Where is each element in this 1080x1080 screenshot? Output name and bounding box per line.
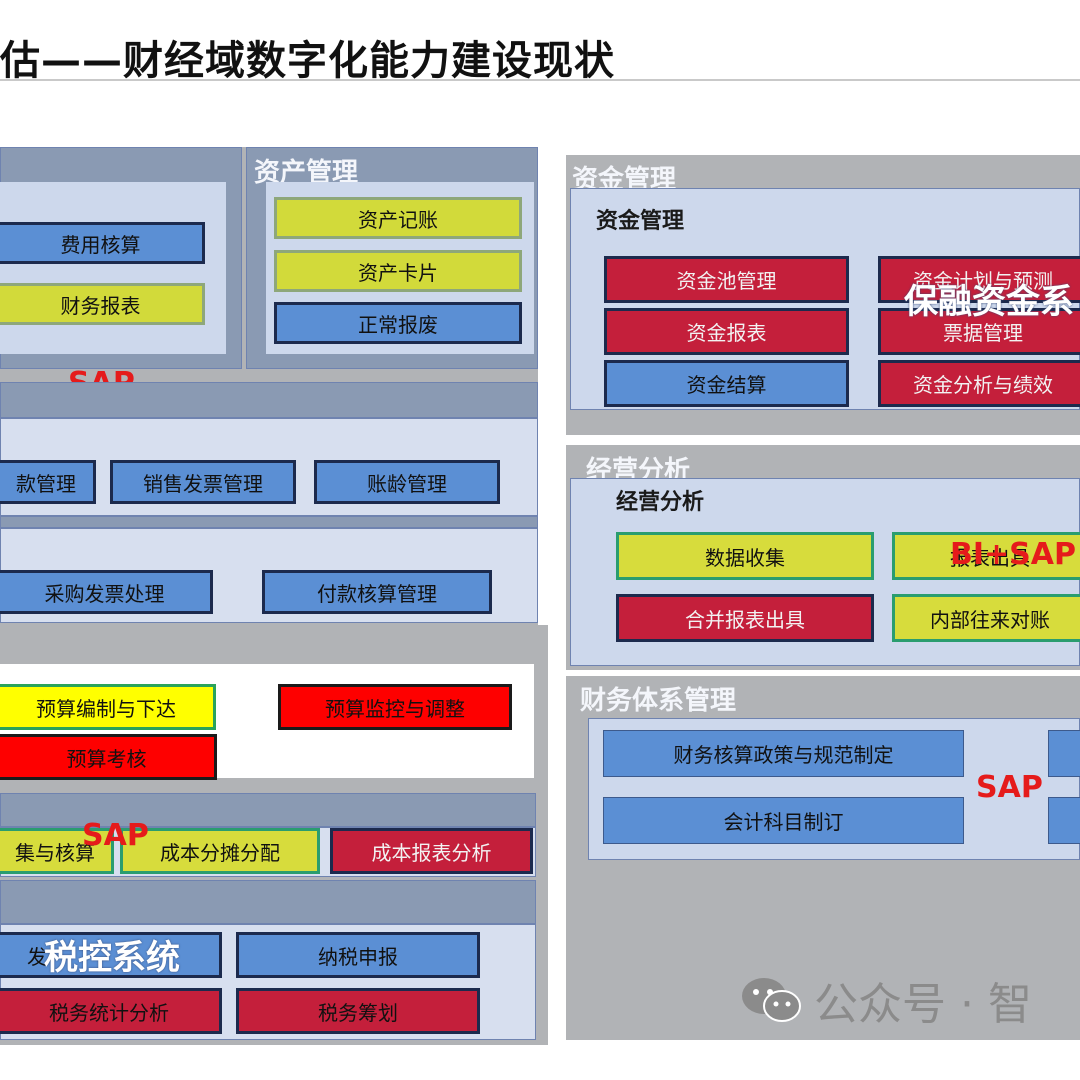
watermark: 公众号 · 智 [740,968,1032,1032]
payable-band [0,516,538,528]
finance-system-header: 财务体系管理 [580,686,737,716]
cash-pool-box: 资金池管理 [604,256,849,303]
tax-declare-box: 纳税申报 [236,932,480,978]
fund-analysis-box: 资金分析与绩效 [878,360,1080,407]
fund-report-box: 资金报表 [604,308,849,355]
tax-system-label: 税控系统 [44,938,180,978]
baorong-system-label: 保融资金系 [904,282,1074,322]
consolidated-report-box: 合并报表出具 [616,594,874,642]
data-collection-box: 数据收集 [616,532,874,580]
policy-box: 财务核算政策与规范制定 [603,730,964,777]
receivable-band [0,382,538,418]
wechat-icon [740,974,802,1026]
operations-subheader: 经营分析 [616,490,705,515]
cost-collect-box: 集与核算 [0,828,114,874]
sap-label-finance: SAP [976,770,1043,805]
budget-assess-box: 预算考核 [0,734,217,780]
expense-accounting-box: 费用核算 [0,222,205,264]
title-divider [0,79,1080,81]
watermark-text: 公众号 · 智 [814,979,1032,1030]
normal-scrap-box: 正常报废 [274,302,522,344]
budget-monitor-box: 预算监控与调整 [278,684,512,730]
chart-of-accounts-box: 会计科目制订 [603,797,964,844]
receivable-mgmt-box: 款管理 [0,460,96,504]
fund-plan-box: 资金计划与预测 [878,256,1080,303]
bi-sap-label: BI+SAP [950,537,1076,572]
tax-planning-box: 税务筹划 [236,988,480,1034]
tax-band [0,880,536,924]
asset-card-box: 资产卡片 [274,250,522,292]
finance-right-box-1 [1048,730,1080,777]
finance-right-box-2 [1048,797,1080,844]
sales-invoice-box: 销售发票管理 [110,460,296,504]
report-output-box: 报表出具 [892,532,1080,580]
asset-booking-box: 资产记账 [274,197,522,239]
tax-invoice-box: 发 [0,932,222,978]
cost-band [0,793,536,827]
financial-report-box: 财务报表 [0,283,205,325]
tax-stats-box: 税务统计分析 [0,988,222,1034]
cost-allocation-box: 成本分摊分配 [120,828,320,874]
aging-mgmt-box: 账龄管理 [314,460,500,504]
payment-accounting-box: 付款核算管理 [262,570,492,614]
accounting-inner [0,182,226,354]
budget-prepare-box: 预算编制与下达 [0,684,216,730]
fund-settlement-box: 资金结算 [604,360,849,407]
intercompany-box: 内部往来对账 [892,594,1080,642]
bill-mgmt-box: 票据管理 [878,308,1080,355]
cost-report-box: 成本报表分析 [330,828,533,874]
sap-label-cost: SAP [82,818,149,853]
funds-subheader: 资金管理 [596,209,685,234]
page-title: 估——财经域数字化能力建设现状 [0,38,615,84]
purchase-invoice-box: 采购发票处理 [0,570,213,614]
